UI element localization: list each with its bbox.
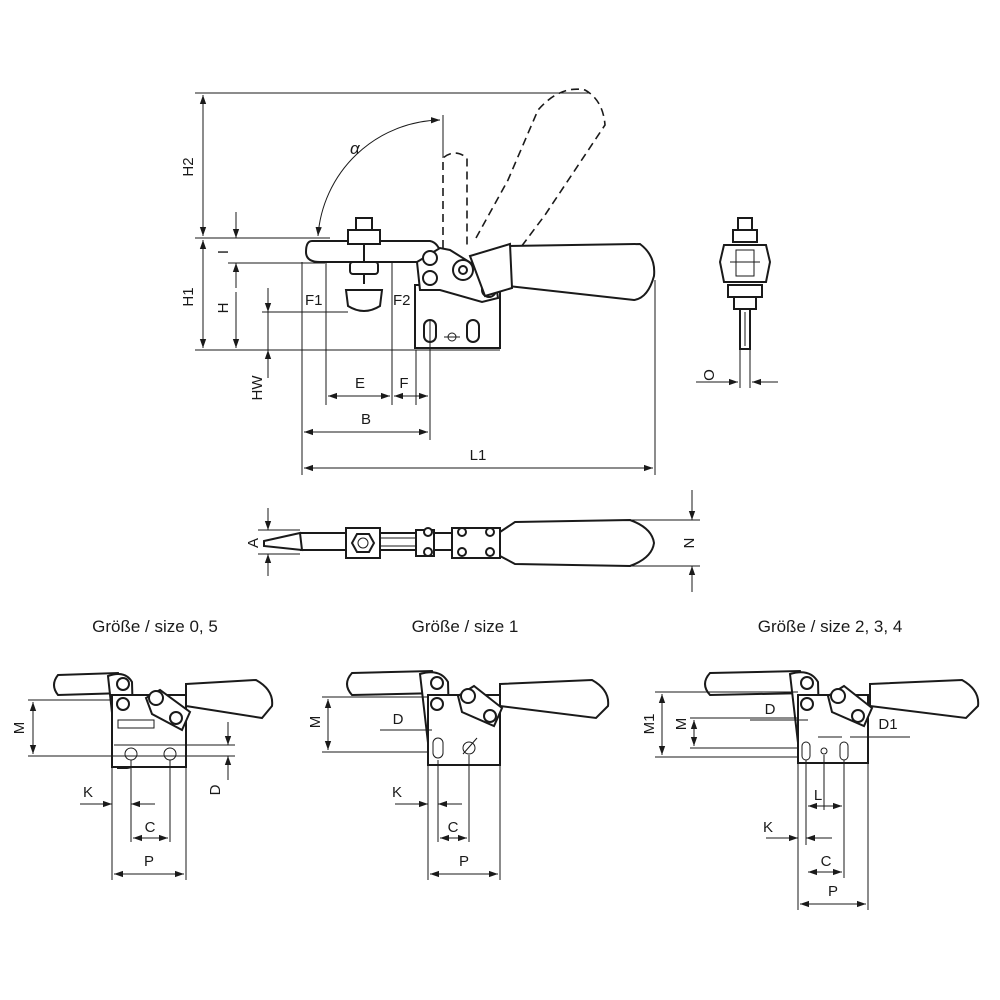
dim-m1-label: M1 <box>641 714 658 735</box>
dim-a-label: A <box>245 538 262 548</box>
dim-m-label-234: M <box>673 718 690 731</box>
dim-b-label: B <box>361 411 371 428</box>
top-view: A N <box>245 490 700 592</box>
spindle-assembly <box>344 217 384 312</box>
dim-i-label: I <box>215 250 232 254</box>
dim-d-label-05: D <box>207 784 224 795</box>
dim-m-label-05: M <box>11 722 28 735</box>
handle-grip <box>507 242 656 302</box>
side-view: H2 H1 I H HW α F1 F2 E F B L1 <box>180 88 656 475</box>
open-position-outline <box>442 88 606 256</box>
dim-f2-label: F2 <box>393 292 411 309</box>
dim-f1-label: F1 <box>305 292 323 309</box>
dim-f-label: F <box>399 375 408 392</box>
caption-size-0-5: Größe / size 0, 5 <box>92 617 218 636</box>
dim-h2-label: H2 <box>180 157 197 176</box>
dim-k-label-05: K <box>83 784 93 801</box>
dim-c-label-05: C <box>145 819 156 836</box>
variant-size-2-3-4: Größe / size 2, 3, 4 M1 M D D1 L <box>641 617 980 910</box>
dim-p-label-1: P <box>459 853 469 870</box>
dim-alpha-label: α <box>350 139 361 158</box>
variant-size-0-5: Größe / size 0, 5 M D K C P <box>11 617 274 880</box>
variant-size-1: Größe / size 1 M D K C P <box>307 617 610 880</box>
dim-h-label: H <box>215 303 232 314</box>
dim-l1-label: L1 <box>470 447 487 464</box>
dim-c-label-1: C <box>448 819 459 836</box>
caption-size-2-3-4: Größe / size 2, 3, 4 <box>758 617 903 636</box>
dim-d-label-234: D <box>765 701 776 718</box>
dim-n-label: N <box>680 538 697 549</box>
dim-k-label-234: K <box>763 819 773 836</box>
dim-m-label-1: M <box>307 716 324 729</box>
dim-e-label: E <box>355 375 365 392</box>
dim-hw-label: HW <box>249 375 266 401</box>
clamp-arm <box>304 240 443 287</box>
top-view-handle <box>499 518 656 568</box>
dim-c-label-234: C <box>821 853 832 870</box>
dim-d-label-1: D <box>393 711 404 728</box>
dim-o-label: O <box>701 369 718 381</box>
caption-size-1: Größe / size 1 <box>412 617 519 636</box>
front-view: O <box>696 217 778 388</box>
dim-d1-label: D1 <box>878 716 897 733</box>
dim-p-label-234: P <box>828 883 838 900</box>
dim-l-label-234: L <box>814 787 822 804</box>
dim-h1-label: H1 <box>180 287 197 306</box>
dim-k-label-1: K <box>392 784 402 801</box>
dim-p-label-05: P <box>144 853 154 870</box>
